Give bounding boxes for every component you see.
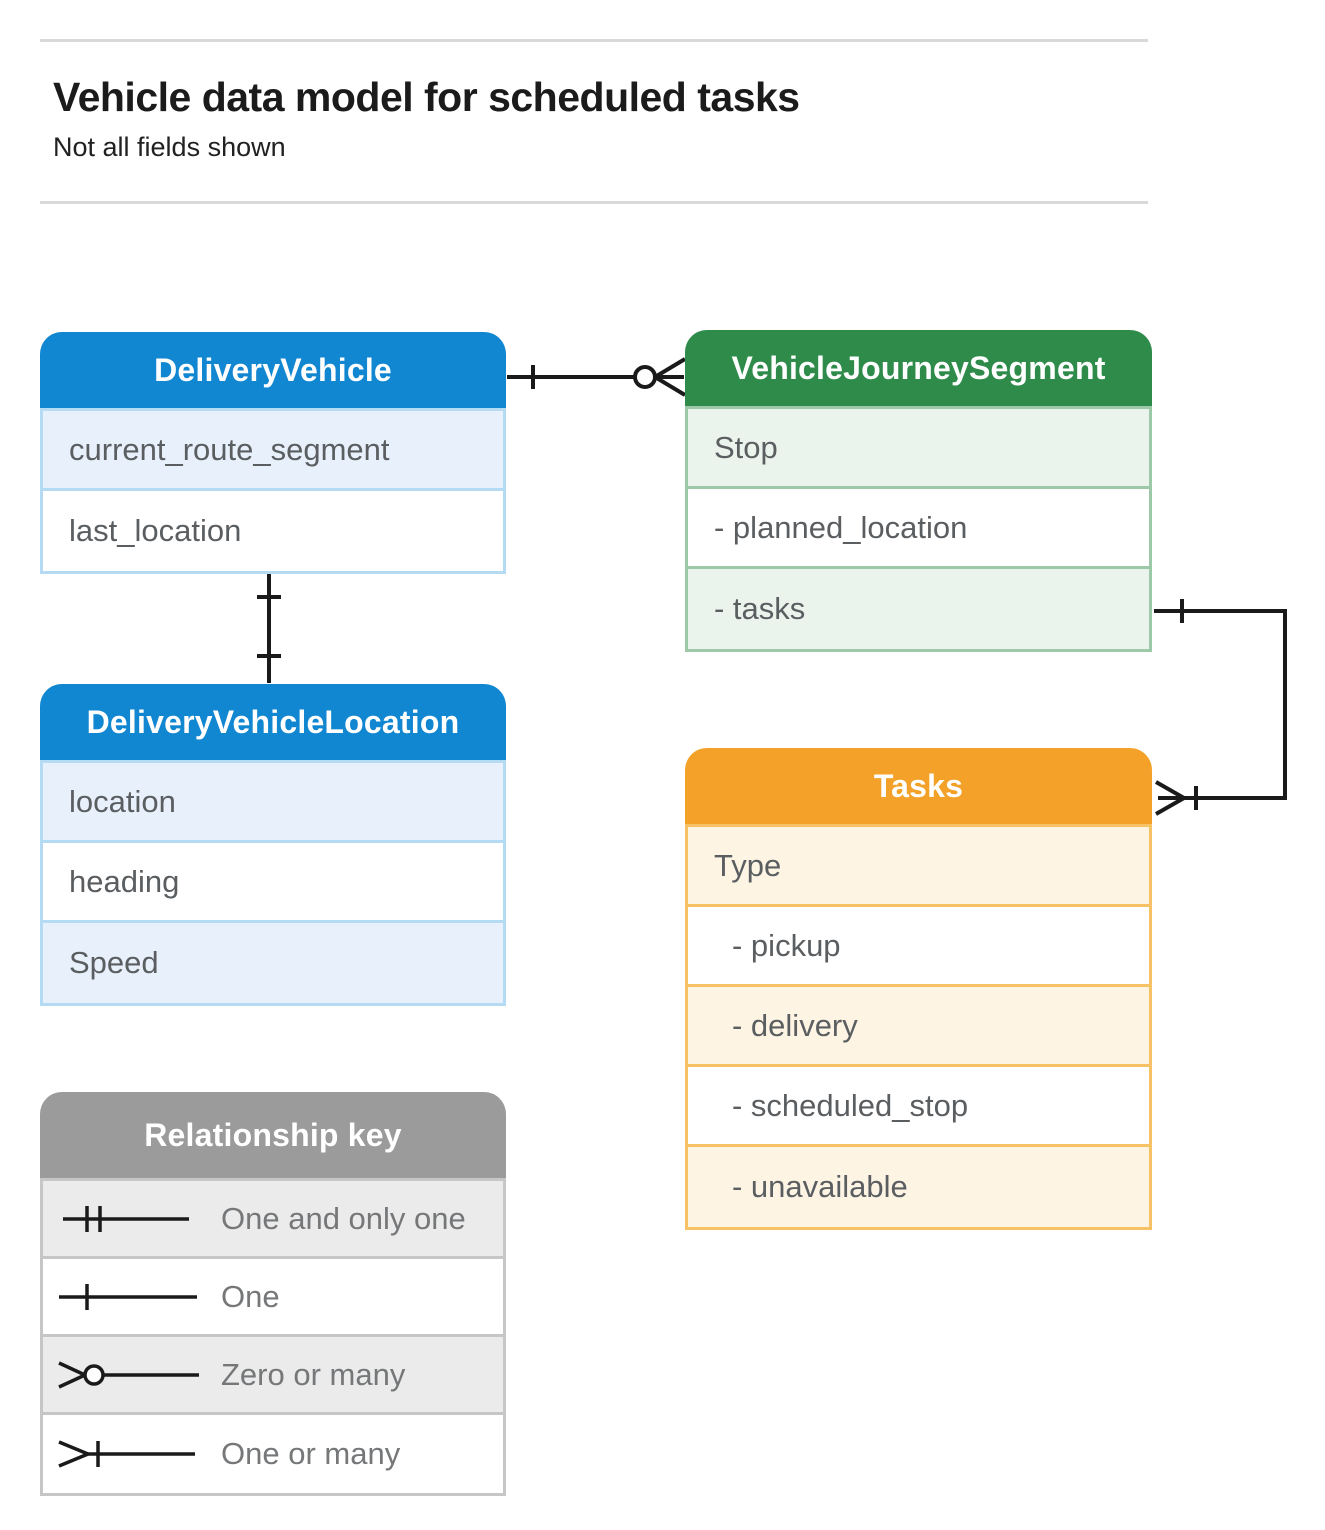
field-row: - planned_location	[688, 489, 1149, 569]
crow-foot-icon	[653, 357, 687, 379]
field-row: - tasks	[688, 569, 1149, 649]
field-row: current_route_segment	[43, 411, 503, 491]
field-row: Stop	[688, 409, 1149, 489]
zero-or-many-icon	[58, 1360, 199, 1389]
legend-row: Zero or many	[43, 1337, 503, 1415]
entity-title: DeliveryVehicleLocation	[40, 684, 506, 760]
field-label: Stop	[714, 429, 778, 465]
field-label: last_location	[69, 513, 242, 548]
field-row: - unavailable	[688, 1147, 1149, 1227]
legend-row: One or many	[43, 1415, 503, 1493]
field-label: Speed	[69, 945, 159, 980]
field-row: last_location	[43, 491, 503, 571]
legend-label: One and only one	[221, 1200, 466, 1236]
page-title: Vehicle data model for scheduled tasks	[53, 74, 800, 120]
field-label: - scheduled_stop	[732, 1087, 969, 1123]
field-label: current_route_segment	[69, 431, 390, 467]
bottom-divider	[40, 201, 1148, 204]
field-label: - planned_location	[714, 509, 968, 545]
legend-label: Zero or many	[221, 1356, 406, 1392]
connector-vehiclejourneysegment-tasks	[1154, 599, 1287, 816]
field-row: Speed	[43, 923, 503, 1003]
top-divider	[40, 39, 1148, 42]
legend-label: One	[221, 1278, 280, 1314]
field-row: location	[43, 763, 503, 843]
crow-foot-icon	[1155, 780, 1185, 800]
field-row: - delivery	[688, 987, 1149, 1067]
field-label: - delivery	[732, 1007, 858, 1043]
field-row: - scheduled_stop	[688, 1067, 1149, 1147]
page-subtitle: Not all fields shown	[53, 132, 286, 162]
entity-delivery-vehicle-location: DeliveryVehicleLocation location heading…	[40, 684, 506, 1006]
entity-vehicle-journey-segment: VehicleJourneySegment Stop - planned_loc…	[685, 330, 1152, 652]
one-or-many-icon	[58, 1440, 195, 1468]
legend-label: One or many	[221, 1436, 401, 1471]
connector-deliveryvehicle-deliveryvehiclelocation	[257, 570, 281, 683]
field-row: heading	[43, 843, 503, 923]
field-row: - pickup	[688, 907, 1149, 987]
field-label: heading	[69, 863, 180, 899]
field-label: - unavailable	[732, 1169, 908, 1204]
legend-row: One	[43, 1259, 503, 1337]
field-label: Type	[714, 847, 782, 883]
zero-circle-icon	[633, 365, 657, 389]
field-row: Type	[688, 827, 1149, 907]
entity-title: DeliveryVehicle	[40, 332, 506, 408]
field-label: location	[69, 783, 176, 819]
entity-tasks: Tasks Type - pickup - delivery - schedul…	[685, 748, 1152, 1230]
one-and-only-one-icon	[63, 1205, 189, 1232]
relationship-key: Relationship key One and only one One	[40, 1092, 506, 1496]
entity-title: Tasks	[685, 748, 1152, 824]
entity-title: VehicleJourneySegment	[685, 330, 1152, 406]
field-label: - tasks	[714, 591, 806, 626]
entity-delivery-vehicle: DeliveryVehicle current_route_segment la…	[40, 332, 506, 574]
connector-deliveryvehicle-vehiclejourneysegment	[507, 357, 687, 397]
legend-row: One and only one	[43, 1181, 503, 1259]
one-icon	[59, 1283, 197, 1310]
relationship-key-title: Relationship key	[40, 1092, 506, 1178]
field-label: - pickup	[732, 927, 841, 963]
